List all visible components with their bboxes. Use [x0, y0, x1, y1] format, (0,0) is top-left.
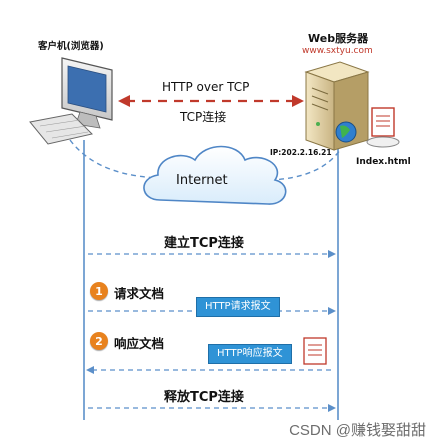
http-response-message: HTTP响应报文 — [208, 344, 292, 364]
establish-tcp-label: 建立TCP连接 — [164, 236, 244, 251]
index-file-label: Index.html — [356, 157, 411, 167]
server-label: Web服务器 — [308, 32, 369, 45]
step1-label: 请求文档 — [114, 286, 165, 301]
http-over-tcp-arrow — [118, 95, 304, 107]
release-tcp-label: 释放TCP连接 — [164, 390, 244, 405]
step2-label: 响应文档 — [114, 336, 165, 351]
csdn-watermark: CSDN @赚钱娶甜甜 — [289, 422, 426, 439]
response-document-icon — [303, 337, 327, 365]
server-ip: IP:202.2.16.21 — [270, 148, 332, 157]
release-arrow — [88, 404, 336, 412]
http-request-message: HTTP请求报文 — [196, 297, 280, 317]
server-url: www.sxtyu.com — [302, 46, 373, 56]
internet-label: Internet — [176, 173, 228, 188]
tcp-connection-label: TCP连接 — [180, 110, 227, 124]
http-over-tcp-label: HTTP over TCP — [162, 80, 250, 94]
client-label: 客户机(浏览器) — [38, 41, 104, 52]
client-computer-icon — [29, 57, 113, 145]
document-icon — [366, 107, 400, 148]
globe-icon — [335, 121, 357, 143]
response-arrow — [86, 366, 334, 374]
establish-arrow — [88, 250, 336, 258]
internet-cloud-icon — [143, 145, 287, 205]
step1-badge: 1 — [90, 282, 108, 300]
step2-badge: 2 — [90, 332, 108, 350]
